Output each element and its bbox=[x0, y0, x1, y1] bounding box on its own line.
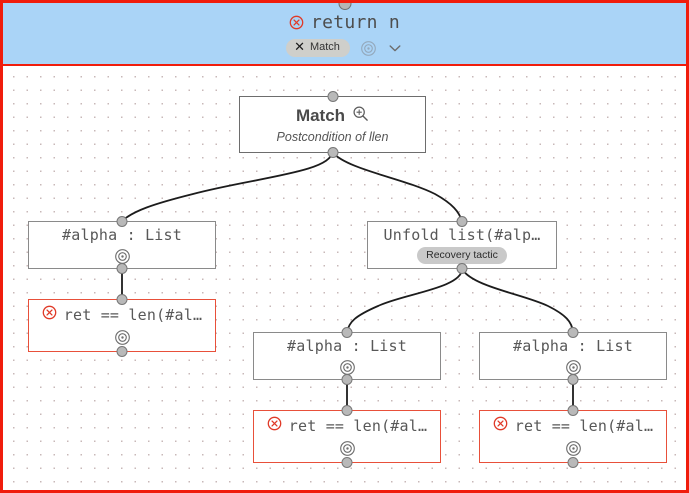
target-icon[interactable] bbox=[565, 359, 582, 376]
target-icon[interactable] bbox=[565, 440, 582, 457]
header-actions: ✕ Match bbox=[286, 39, 403, 57]
header-title-row: return n bbox=[289, 10, 400, 35]
node-ret-mid[interactable]: ret == len(#al… bbox=[253, 405, 441, 468]
target-icon[interactable] bbox=[114, 248, 131, 265]
node-label: ret == len(#al… bbox=[63, 306, 203, 324]
node-port-top[interactable] bbox=[567, 405, 579, 416]
node-alpha-right[interactable]: #alpha : List bbox=[479, 327, 667, 385]
error-circle-x-icon bbox=[42, 305, 57, 325]
match-pill-button[interactable]: ✕ Match bbox=[286, 39, 350, 57]
match-pill-label: Match bbox=[309, 41, 340, 53]
error-circle-x-icon bbox=[267, 416, 282, 436]
root-node-title: Match bbox=[295, 106, 346, 125]
root-title-row: Match bbox=[296, 105, 369, 127]
node-label: #alpha : List bbox=[513, 336, 633, 355]
node-label: #alpha : List bbox=[62, 225, 182, 244]
target-icon[interactable] bbox=[360, 40, 377, 57]
node-label: ret == len(#al… bbox=[514, 417, 654, 435]
selected-goal-header[interactable]: return n ✕ Match bbox=[3, 3, 686, 66]
node-label: Unfold list(#alp… bbox=[383, 226, 541, 244]
node-ret-right[interactable]: ret == len(#al… bbox=[479, 405, 667, 468]
node-port-top[interactable] bbox=[456, 216, 468, 227]
node-label-row: ret == len(#al… bbox=[42, 305, 202, 325]
page-title: return n bbox=[310, 12, 401, 33]
node-port-bottom[interactable] bbox=[567, 374, 579, 385]
node-match-root[interactable]: Match Postcondition of llen bbox=[239, 91, 426, 158]
node-port-top[interactable] bbox=[341, 405, 353, 416]
node-label-row: ret == len(#al… bbox=[267, 416, 427, 436]
chevron-down-icon[interactable] bbox=[387, 40, 403, 56]
edge-root-to-unfold bbox=[331, 151, 463, 222]
target-icon[interactable] bbox=[339, 440, 356, 457]
node-label: ret == len(#al… bbox=[288, 417, 428, 435]
node-port-bottom[interactable] bbox=[116, 346, 128, 357]
node-port-bottom[interactable] bbox=[456, 263, 468, 274]
node-alpha-mid[interactable]: #alpha : List bbox=[253, 327, 441, 385]
target-icon[interactable] bbox=[114, 329, 131, 346]
node-port-bottom[interactable] bbox=[341, 374, 353, 385]
error-circle-x-icon bbox=[493, 416, 508, 436]
node-label-row: ret == len(#al… bbox=[493, 416, 653, 436]
edge-unfold-to-alpha-right bbox=[461, 268, 574, 333]
target-icon[interactable] bbox=[339, 359, 356, 376]
node-label: #alpha : List bbox=[287, 336, 407, 355]
edge-unfold-to-alpha-mid bbox=[346, 268, 463, 333]
node-unfold-tactic[interactable]: Unfold list(#alp… Recovery tactic bbox=[367, 216, 557, 274]
node-port-top[interactable] bbox=[567, 327, 579, 338]
node-port-bottom[interactable] bbox=[116, 263, 128, 274]
node-port-bottom[interactable] bbox=[327, 147, 338, 158]
node-port-top[interactable] bbox=[327, 91, 338, 102]
node-ret-left[interactable]: ret == len(#al… bbox=[28, 294, 216, 357]
node-port-top[interactable] bbox=[116, 294, 128, 305]
error-circle-x-icon bbox=[289, 15, 304, 30]
node-alpha-left[interactable]: #alpha : List bbox=[28, 216, 216, 274]
node-port-top[interactable] bbox=[116, 216, 128, 227]
edge-root-to-alpha-left bbox=[121, 151, 333, 222]
close-x-icon: ✕ bbox=[294, 40, 305, 55]
node-port-bottom[interactable] bbox=[567, 457, 579, 468]
graph-canvas[interactable]: Match Postcondition of llen #alpha : Lis… bbox=[3, 66, 686, 490]
recovery-tactic-tag: Recovery tactic bbox=[417, 247, 507, 264]
zoom-in-icon[interactable] bbox=[352, 105, 369, 127]
node-port-top[interactable] bbox=[341, 327, 353, 338]
header-port-handle[interactable] bbox=[338, 3, 351, 10]
root-node-subtitle: Postcondition of llen bbox=[276, 130, 389, 144]
node-port-bottom[interactable] bbox=[341, 457, 353, 468]
